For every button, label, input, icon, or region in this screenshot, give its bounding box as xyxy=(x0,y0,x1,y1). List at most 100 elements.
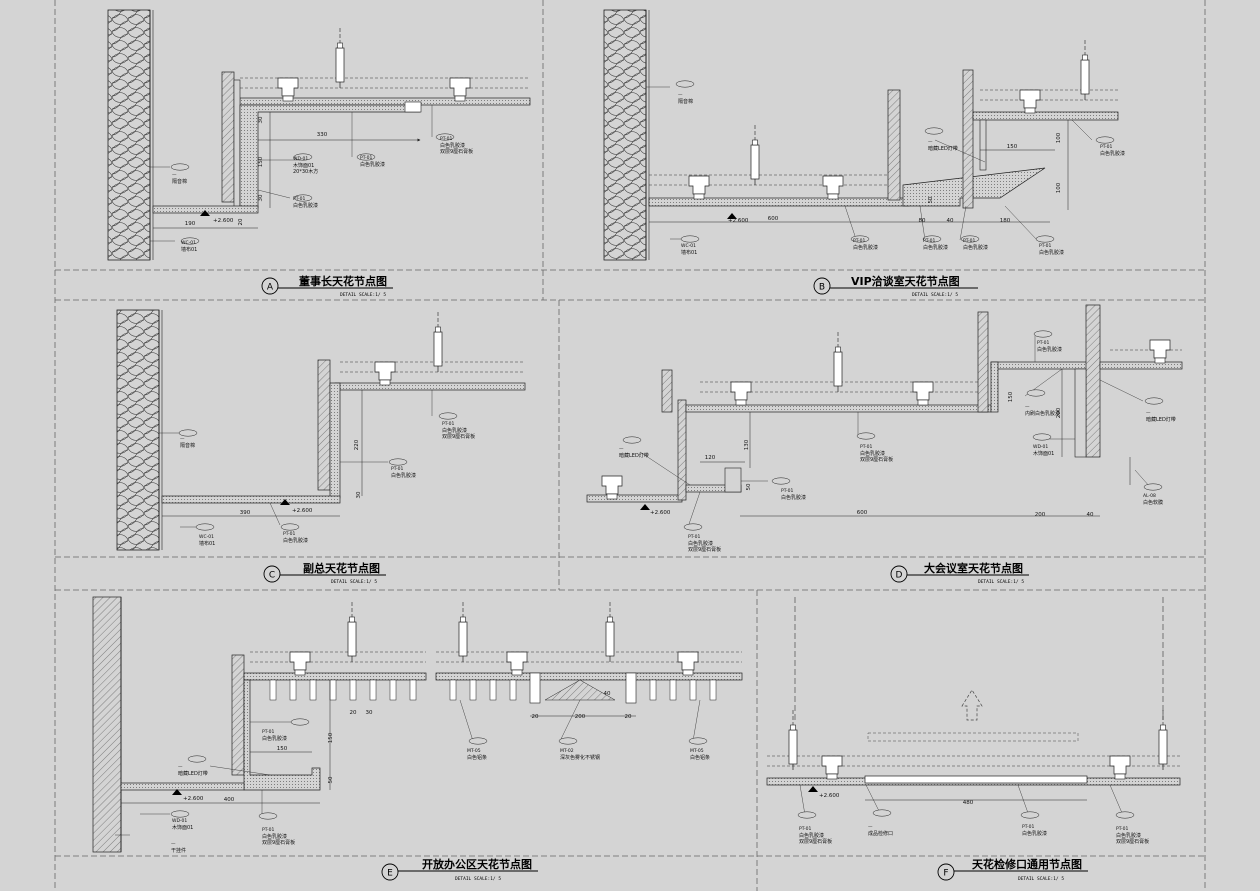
dimension-label: 390 xyxy=(240,510,251,516)
material-code: PT-01 xyxy=(688,534,701,540)
material-code: WC-01 xyxy=(681,243,696,249)
material-note: 木饰面01 xyxy=(1033,450,1054,457)
dimension-label: 20 xyxy=(532,714,539,720)
material-note: 白色乳胶漆 xyxy=(1116,832,1141,839)
material-note: 暗藏LED灯带 xyxy=(178,770,208,777)
material-note: 双层9厘石膏板 xyxy=(860,456,893,463)
material-note: 双层9厘石膏板 xyxy=(442,433,475,440)
dimension-label: 80 xyxy=(919,218,926,224)
dimension-label: 150 xyxy=(328,732,334,743)
dimension-label: 180 xyxy=(1000,218,1011,224)
material-code: WD-01 xyxy=(172,818,187,824)
elevation-label: +2.600 xyxy=(213,218,234,224)
material-note: 白色乳胶漆 xyxy=(781,494,806,501)
dimension-label: 150 xyxy=(277,746,288,752)
material-code: — xyxy=(678,93,683,98)
dimension-label: 480 xyxy=(963,800,974,806)
material-note: 隔音棉 xyxy=(172,178,187,185)
panel-b xyxy=(603,9,1119,261)
dimension-label: 330 xyxy=(317,132,328,138)
material-note: 白色乳胶漆 xyxy=(440,142,465,149)
detail-scale: DETAIL SCALE:1/ 5 xyxy=(1018,876,1064,882)
material-code: WD-01 xyxy=(293,156,308,162)
detail-callout-letter: E xyxy=(387,869,393,879)
elevation-label: +2.600 xyxy=(183,796,204,802)
material-code: PT-01 xyxy=(442,421,455,427)
material-note: 白色乳胶漆 xyxy=(799,832,824,839)
material-code: PT-01 xyxy=(1022,824,1035,830)
material-note: 白色乳胶漆 xyxy=(1037,346,1062,353)
material-code: WC-01 xyxy=(199,534,214,540)
material-note: 白色乳胶漆 xyxy=(688,540,713,547)
material-code: — xyxy=(868,825,873,830)
dimension-label: 50 xyxy=(328,776,334,783)
dimension-label: 150 xyxy=(258,156,264,167)
dimension-label: 50 xyxy=(928,196,934,203)
detail-callout-circle xyxy=(813,277,831,295)
material-note: 白色软膜 xyxy=(1143,499,1163,506)
detail-scale: DETAIL SCALE:1/ 5 xyxy=(455,876,501,882)
material-code: — xyxy=(1146,411,1151,416)
detail-scale: DETAIL SCALE:1/ 5 xyxy=(331,579,377,585)
material-note: 隔音棉 xyxy=(180,442,195,449)
detail-callout-circle xyxy=(263,565,281,583)
material-note: 暗藏LED灯带 xyxy=(928,145,958,152)
dimension-label: 30 xyxy=(258,116,264,123)
material-code: PT-01 xyxy=(1116,826,1129,832)
material-note: 双层9厘石膏板 xyxy=(440,148,473,155)
dimension-label: 20 xyxy=(350,710,357,716)
material-code: PT-01 xyxy=(853,238,866,244)
elevation-label: +2.600 xyxy=(650,510,671,516)
material-note: 白色乳胶漆 xyxy=(1022,830,1047,837)
material-note: 干挂件 xyxy=(171,847,186,854)
panel-c xyxy=(116,309,526,551)
material-code: PT-01 xyxy=(293,196,306,202)
dimension-label: 30 xyxy=(366,710,373,716)
detail-callout-letter: C xyxy=(269,571,275,581)
material-note: 墙布01 xyxy=(681,249,697,256)
dimension-label: 130 xyxy=(744,439,750,450)
detail-callout-letter: B xyxy=(819,283,825,293)
detail-callout-circle xyxy=(937,863,955,881)
material-code: PT-01 xyxy=(262,729,275,735)
material-code: PT-01 xyxy=(440,136,453,142)
material-code: MT-05 xyxy=(467,748,481,754)
material-note: 白色乳胶漆 xyxy=(853,244,878,251)
material-code: WD-01 xyxy=(1033,444,1048,450)
detail-title: 董事长天花节点图 xyxy=(299,274,387,288)
material-code: AL-08 xyxy=(1143,493,1156,499)
material-note: 白色乳胶漆 xyxy=(860,450,885,457)
dimension-label: 50 xyxy=(746,483,752,490)
dimension-label: 220 xyxy=(354,439,360,450)
dimension-label: 200 xyxy=(1035,512,1046,518)
detail-title: 大会议室天花节点图 xyxy=(924,561,1023,575)
material-code: WC-01 xyxy=(181,240,196,246)
material-note: 双层9厘石膏板 xyxy=(688,546,721,553)
detail-scale: DETAIL SCALE:1/ 5 xyxy=(340,292,386,298)
material-note: 暗藏LED灯带 xyxy=(619,452,649,459)
material-note: 隔音棉 xyxy=(678,98,693,105)
dimension-label: 600 xyxy=(857,510,868,516)
detail-title: VIP洽谈室天花节点图 xyxy=(851,274,960,288)
panel-e xyxy=(92,596,743,853)
material-note: 白色铝条 xyxy=(690,754,710,761)
material-note: 深灰色雾化不锈钢 xyxy=(560,754,600,761)
material-note: 墙布01 xyxy=(181,246,197,253)
material-note: 白色乳胶漆 xyxy=(1100,150,1125,157)
material-code: PT-01 xyxy=(860,444,873,450)
material-note: 木饰面01 xyxy=(172,824,193,831)
detail-callout-circle xyxy=(890,565,908,583)
panel-a xyxy=(107,9,531,261)
material-code: PT-01 xyxy=(1037,340,1050,346)
dimension-label: 120 xyxy=(705,455,716,461)
panel-f xyxy=(766,597,1181,819)
material-code: — xyxy=(180,437,185,442)
elevation-label: +2.600 xyxy=(292,508,313,514)
material-note: 墙布01 xyxy=(199,540,215,547)
dimension-label: 200 xyxy=(1056,407,1062,418)
material-code: PT-01 xyxy=(799,826,812,832)
